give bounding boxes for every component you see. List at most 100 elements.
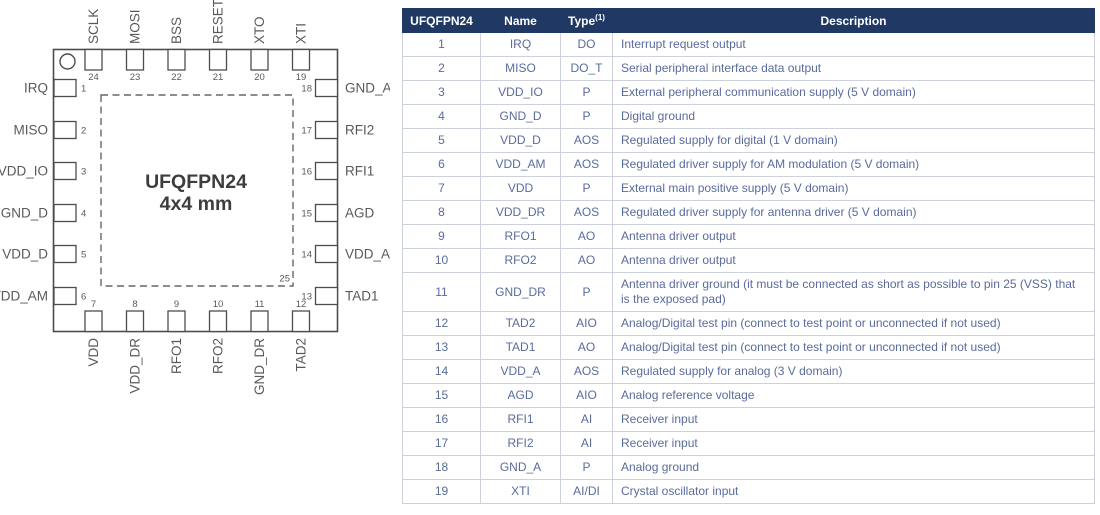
pin-cell: 6 — [402, 152, 481, 177]
desc-cell: Crystal oscillator input — [612, 479, 1095, 504]
name-cell: AGD — [480, 383, 561, 408]
pin-label: BSS — [169, 17, 184, 44]
pin-number: 19 — [296, 72, 307, 83]
top-pin-labels: SCLK MOSI BSS RESET XTO XTI — [86, 0, 309, 44]
type-cell: AOS — [560, 152, 613, 177]
type-cell: AIO — [560, 311, 613, 336]
pin-cell: 19 — [402, 479, 481, 504]
pin-number: 11 — [255, 299, 265, 310]
name-cell: TAD1 — [480, 335, 561, 360]
type-cell: AI — [560, 431, 613, 456]
pin-cell: 9 — [402, 224, 481, 249]
name-cell: RFO1 — [480, 224, 561, 249]
bottom-pin-labels: VDD VDD_DR RFO1 RFO2 GND_DR TAD2 — [86, 338, 309, 395]
type-cell: AI — [560, 407, 613, 432]
left-pin-numbers: 1 2 3 4 5 6 — [81, 84, 86, 303]
desc-cell: Interrupt request output — [612, 32, 1095, 57]
pin-number: 8 — [132, 299, 137, 310]
pin-label: VDD_IO — [0, 164, 48, 179]
type-cell: DO — [560, 32, 613, 57]
pin-pad — [125, 310, 145, 333]
pin-label: AGD — [345, 206, 375, 221]
pin-pad — [208, 48, 228, 71]
pin-label: VDD_D — [2, 247, 48, 262]
type-cell: P — [560, 272, 613, 312]
pin-number: 4 — [81, 209, 86, 220]
pin1-marker-circle — [59, 53, 76, 70]
pin-number: 6 — [81, 292, 86, 303]
pin-label: XTO — [252, 16, 267, 44]
type-cell: AIO — [560, 383, 613, 408]
package-size: 4x4 mm — [160, 193, 233, 215]
pin-label: VDD_DR — [128, 338, 143, 394]
desc-cell: Receiver input — [612, 407, 1095, 432]
pin-label: VDD_A — [345, 247, 390, 262]
desc-cell: Regulated supply for digital (1 V domain… — [612, 128, 1095, 153]
name-cell: IRQ — [480, 32, 561, 57]
pin-number: 9 — [174, 299, 179, 310]
name-cell: VDD_IO — [480, 80, 561, 105]
name-cell: GND_DR — [480, 272, 561, 312]
pin-number: 12 — [296, 299, 307, 310]
name-cell: VDD_AM — [480, 152, 561, 177]
pin-cell: 7 — [402, 176, 481, 201]
pin-cell: 2 — [402, 56, 481, 81]
desc-cell: Analog reference voltage — [612, 383, 1095, 408]
pin-pad — [84, 48, 103, 71]
header-name: Name — [480, 8, 561, 33]
desc-cell: Analog/Digital test pin (connect to test… — [612, 335, 1095, 360]
desc-cell: Regulated supply for analog (3 V domain) — [612, 359, 1095, 384]
pin-pad — [53, 286, 77, 306]
desc-cell: Regulated driver supply for antenna driv… — [612, 200, 1095, 225]
pin-label: IRQ — [24, 81, 48, 96]
name-cell: VDD_D — [480, 128, 561, 153]
pin-pad — [53, 244, 77, 264]
pin-number: 1 — [81, 84, 86, 95]
pin-label: GND_D — [1, 206, 49, 221]
pin-cell: 5 — [402, 128, 481, 153]
type-cell: AOS — [560, 359, 613, 384]
left-pins — [53, 78, 77, 306]
type-cell: AO — [560, 335, 613, 360]
pin-pad — [314, 286, 339, 306]
pin-label: TAD2 — [294, 338, 309, 372]
header-type-footnote: (1) — [595, 13, 605, 22]
pin-pad — [314, 203, 339, 223]
pin-number: 23 — [130, 72, 141, 83]
pin-number: 18 — [301, 84, 312, 95]
pin-number: 21 — [213, 72, 224, 83]
pin-number: 24 — [88, 72, 99, 83]
name-cell: XTI — [480, 479, 561, 504]
pin-cell: 4 — [402, 104, 481, 129]
exposed-pad-number: 25 — [279, 274, 290, 285]
exposed-pad-outline — [100, 94, 294, 287]
table-header-row: UFQFPN24 Name Type(1) Description — [402, 8, 1095, 33]
pin-label: MOSI — [128, 9, 143, 44]
pin-pad — [53, 161, 77, 181]
desc-cell: Antenna driver output — [612, 248, 1095, 273]
pin-label: TAD1 — [345, 289, 379, 304]
pin-label: MISO — [13, 123, 48, 138]
desc-cell: Antenna driver output — [612, 224, 1095, 249]
pin-pad — [208, 310, 228, 333]
header-pin: UFQFPN24 — [402, 8, 481, 33]
desc-cell: Antenna driver ground (it must be connec… — [612, 272, 1095, 312]
type-cell: AO — [560, 248, 613, 273]
header-description: Description — [612, 8, 1095, 33]
pin-label: GND_DR — [252, 338, 267, 395]
name-cell: MISO — [480, 56, 561, 81]
pin-number: 2 — [81, 126, 86, 137]
pin-cell: 11 — [402, 272, 481, 312]
